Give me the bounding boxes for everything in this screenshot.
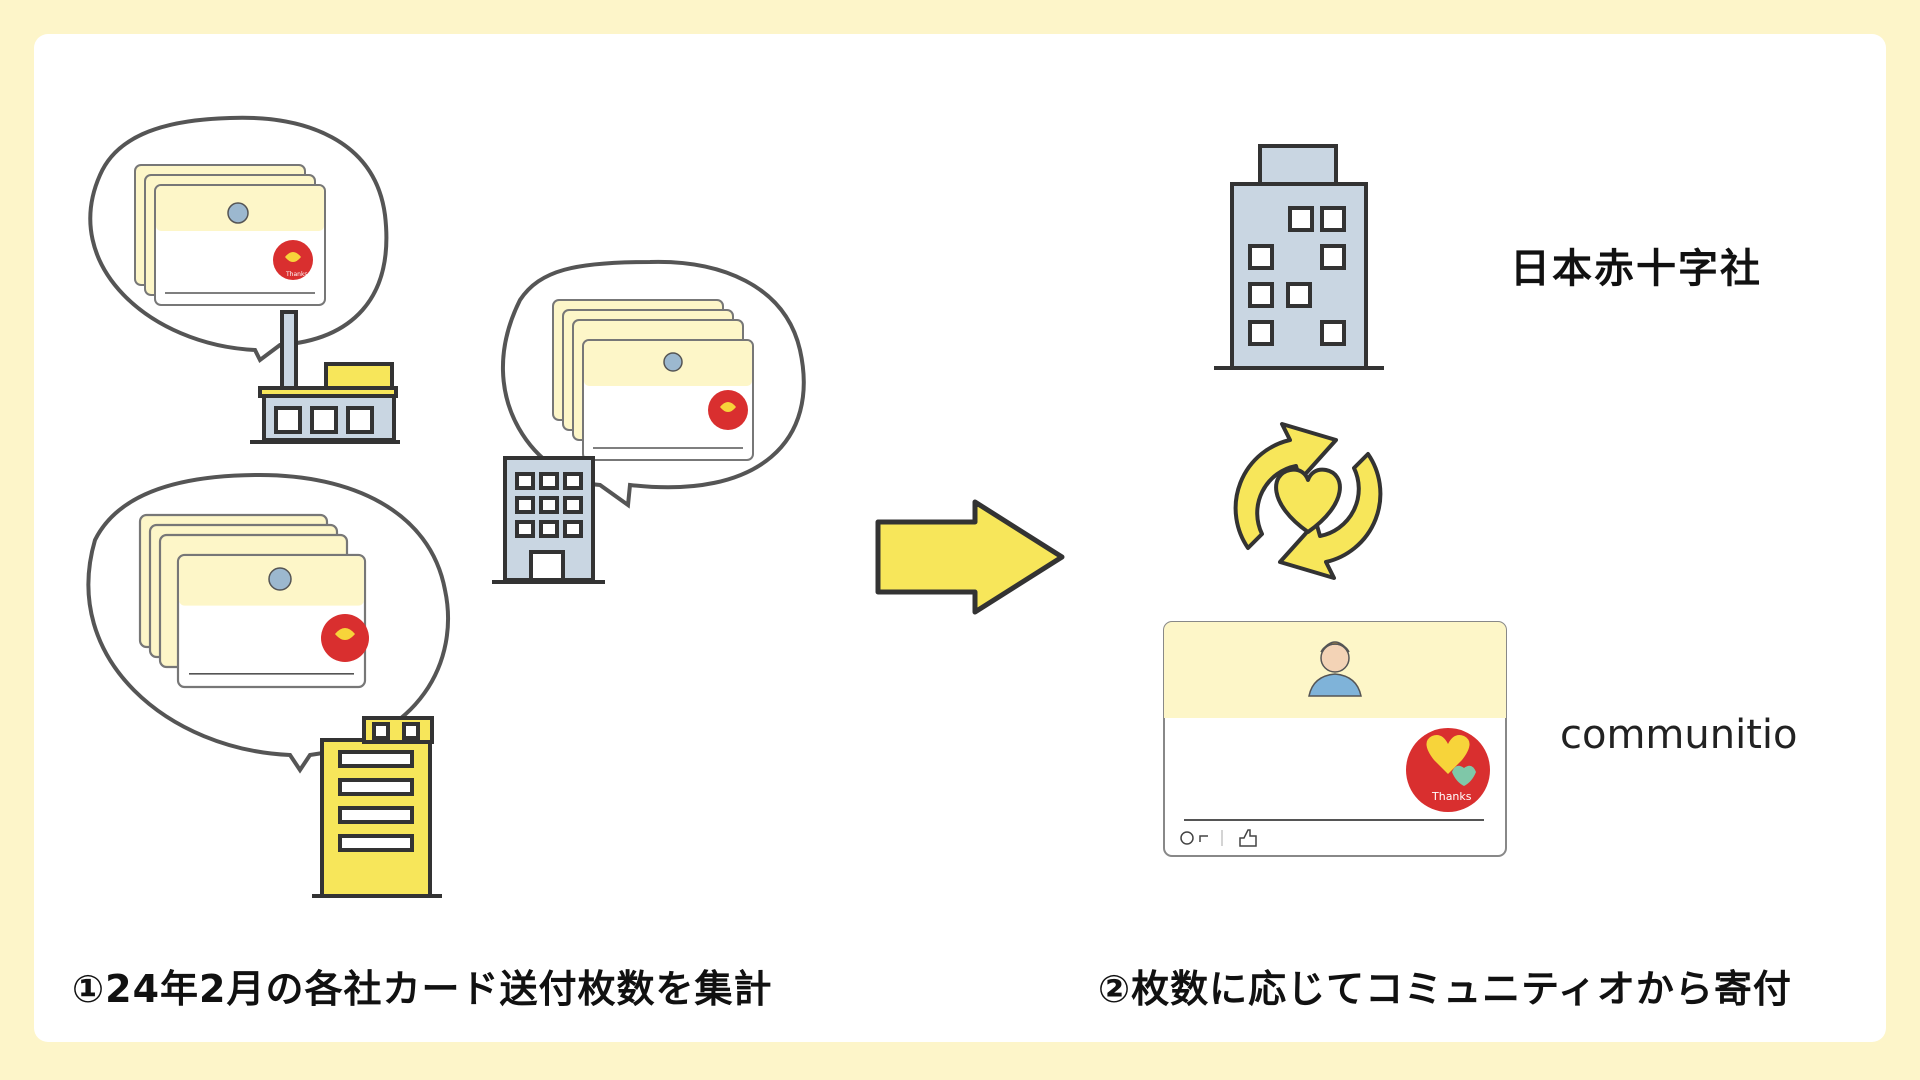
speech-bubble-factory: Thanks xyxy=(90,118,386,360)
arrow-right-icon xyxy=(878,502,1062,612)
badge-text: Thanks xyxy=(1431,790,1472,803)
thanks-card-icon: Thanks xyxy=(1164,622,1506,856)
hospital-building-icon xyxy=(1214,146,1384,368)
donor-logo: communitio xyxy=(1560,712,1797,758)
cycle-heart-icon xyxy=(1236,424,1381,578)
recipient-name: 日本赤十字社 xyxy=(1510,236,1762,294)
step2-caption: ②枚数に応じてコミュニティオから寄付 xyxy=(1098,958,1792,1013)
card-stack xyxy=(140,515,369,687)
office-building-icon xyxy=(492,458,605,582)
yellow-building-icon xyxy=(312,718,442,896)
step1-caption: ①24年2月の各社カード送付枚数を集計 xyxy=(72,958,773,1013)
card-stack xyxy=(553,300,753,460)
card-stack: Thanks xyxy=(135,165,325,305)
badge-text: Thanks xyxy=(285,271,308,278)
